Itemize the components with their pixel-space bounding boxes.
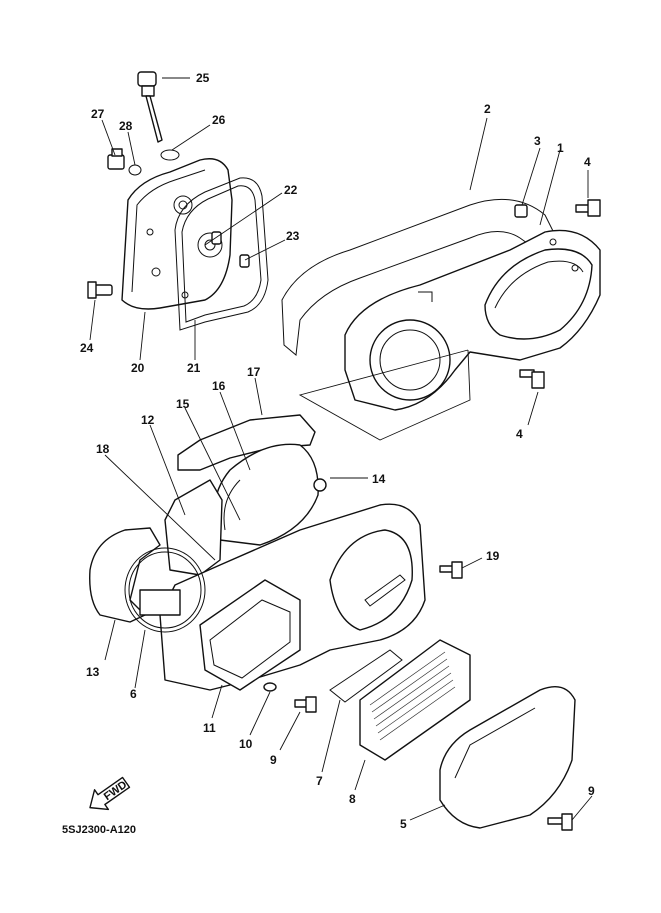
- frame-12: [199, 579, 301, 691]
- bolt-10: [294, 696, 317, 713]
- callout-10: 9: [270, 753, 277, 767]
- callout-3: 3: [534, 134, 541, 148]
- air-duct-18: [177, 414, 316, 471]
- screw-9: [547, 813, 573, 831]
- dowel-pin-24: [239, 254, 250, 268]
- callout-labels: 25 26 27 28 22 23 24 20 21 2 3 1 4 4 17 …: [80, 71, 595, 831]
- filter-element-small-19: [139, 589, 181, 616]
- dowel-pin-23: [211, 231, 222, 245]
- callout-7: 8: [349, 792, 356, 806]
- panel-13: [164, 479, 223, 576]
- callout-4-top: 4: [584, 155, 591, 169]
- callout-15: 14: [372, 472, 386, 486]
- callout-29: 28: [119, 119, 133, 133]
- diagram-code: 5SJ2300-A120: [62, 824, 136, 836]
- callout-9: 9: [588, 784, 595, 798]
- o-ring-27: [160, 149, 180, 161]
- callout-28: 27: [91, 107, 105, 121]
- callout-17: 16: [212, 379, 226, 393]
- air-filter-cover-5: [439, 686, 576, 829]
- duct-plate-17: [213, 443, 319, 546]
- callout-2: 2: [484, 102, 491, 116]
- leader-lines: [89, 77, 593, 821]
- band-6: [124, 547, 206, 633]
- air-filter-element-7: [359, 639, 471, 761]
- callout-27: 26: [212, 113, 226, 127]
- case-door-14: [89, 527, 161, 623]
- callout-21: 20: [131, 361, 145, 375]
- callout-14: 13: [86, 665, 100, 679]
- bolt-4-top: [575, 199, 601, 217]
- o-ring-29: [128, 164, 142, 176]
- callout-12: 11: [203, 721, 216, 735]
- dowel-pin-3: [514, 204, 528, 218]
- callout-24: 23: [286, 229, 300, 243]
- callout-19: 18: [96, 442, 110, 456]
- callout-8: 7: [316, 774, 323, 788]
- callout-25: 24: [80, 341, 94, 355]
- callout-16: 15: [176, 397, 190, 411]
- screw-20: [439, 561, 463, 579]
- fwd-arrow-icon: FWD: [89, 776, 131, 811]
- callout-23: 22: [284, 183, 298, 197]
- callout-26: 25: [196, 71, 210, 85]
- callout-6: 6: [130, 687, 137, 701]
- gasket-8: [329, 649, 403, 703]
- bolt-4-bottom: [519, 369, 545, 389]
- oil-level-gauge-26: [137, 71, 163, 143]
- joint-16: [223, 479, 241, 531]
- callout-22: 21: [187, 361, 201, 375]
- callout-4-bottom: 4: [516, 427, 523, 441]
- crankcase-cover-21: [121, 158, 233, 310]
- callout-1: 1: [557, 141, 564, 155]
- callout-20: 19: [486, 549, 500, 563]
- callout-13: 12: [141, 413, 155, 427]
- callout-5: 5: [400, 817, 407, 831]
- washer-11: [263, 682, 277, 692]
- bolt-28: [107, 148, 125, 170]
- crankcase-cover-1: [344, 229, 601, 411]
- gasket-22: [174, 177, 269, 331]
- callout-11: 10: [239, 737, 253, 751]
- callout-18: 17: [247, 365, 261, 379]
- bolt-25: [87, 281, 113, 299]
